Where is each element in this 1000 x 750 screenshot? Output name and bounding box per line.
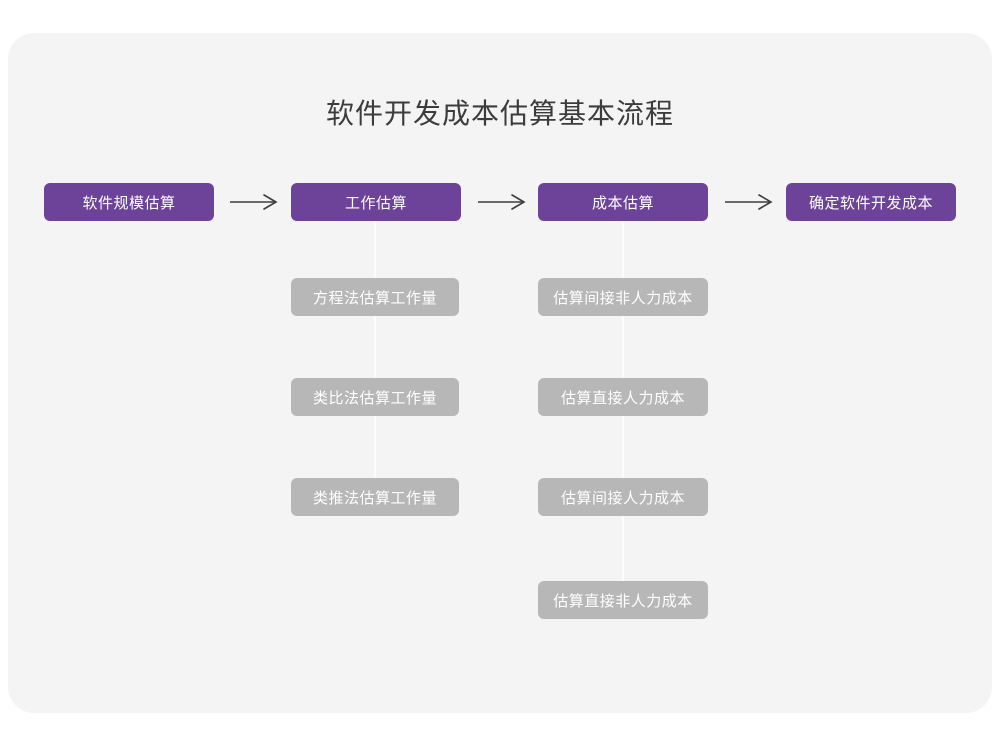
arrow-icon-arrow1 (228, 189, 278, 215)
diagram-title: 软件开发成本估算基本流程 (325, 98, 674, 129)
flow-node-step3[interactable]: 成本估算 (538, 183, 708, 221)
sub-node-label: 类推法估算工作量 (312, 489, 437, 507)
flow-node-label: 确定软件开发成本 (808, 194, 933, 212)
flow-node-label: 成本估算 (591, 194, 654, 212)
sub-node-cost-indirect-nonlabor[interactable]: 估算间接非人力成本 (538, 278, 708, 316)
arrow-icon-arrow2 (476, 189, 526, 215)
diagram-card (8, 33, 992, 713)
sub-node-label: 估算间接非人力成本 (553, 289, 693, 307)
sub-node-label: 方程法估算工作量 (312, 289, 437, 307)
flow-node-label: 软件规模估算 (82, 194, 176, 212)
connector-line-branch-work-estimation (374, 221, 376, 478)
sub-node-work-equation[interactable]: 方程法估算工作量 (291, 278, 459, 316)
sub-node-label: 类比法估算工作量 (312, 389, 437, 407)
sub-node-label: 估算直接人力成本 (560, 389, 685, 407)
flow-node-label: 工作估算 (344, 194, 407, 212)
sub-node-cost-indirect-labor[interactable]: 估算间接人力成本 (538, 478, 708, 516)
flow-node-step2[interactable]: 工作估算 (291, 183, 461, 221)
arrow-icon-arrow3 (723, 189, 773, 215)
sub-node-work-inference[interactable]: 类推法估算工作量 (291, 478, 459, 516)
sub-node-label: 估算间接人力成本 (560, 489, 685, 507)
sub-node-work-analogy[interactable]: 类比法估算工作量 (291, 378, 459, 416)
sub-node-label: 估算直接非人力成本 (553, 592, 693, 610)
sub-node-cost-direct-labor[interactable]: 估算直接人力成本 (538, 378, 708, 416)
sub-node-cost-direct-nonlabor[interactable]: 估算直接非人力成本 (538, 581, 708, 619)
flow-node-step1[interactable]: 软件规模估算 (44, 183, 214, 221)
flow-node-step4[interactable]: 确定软件开发成本 (786, 183, 956, 221)
